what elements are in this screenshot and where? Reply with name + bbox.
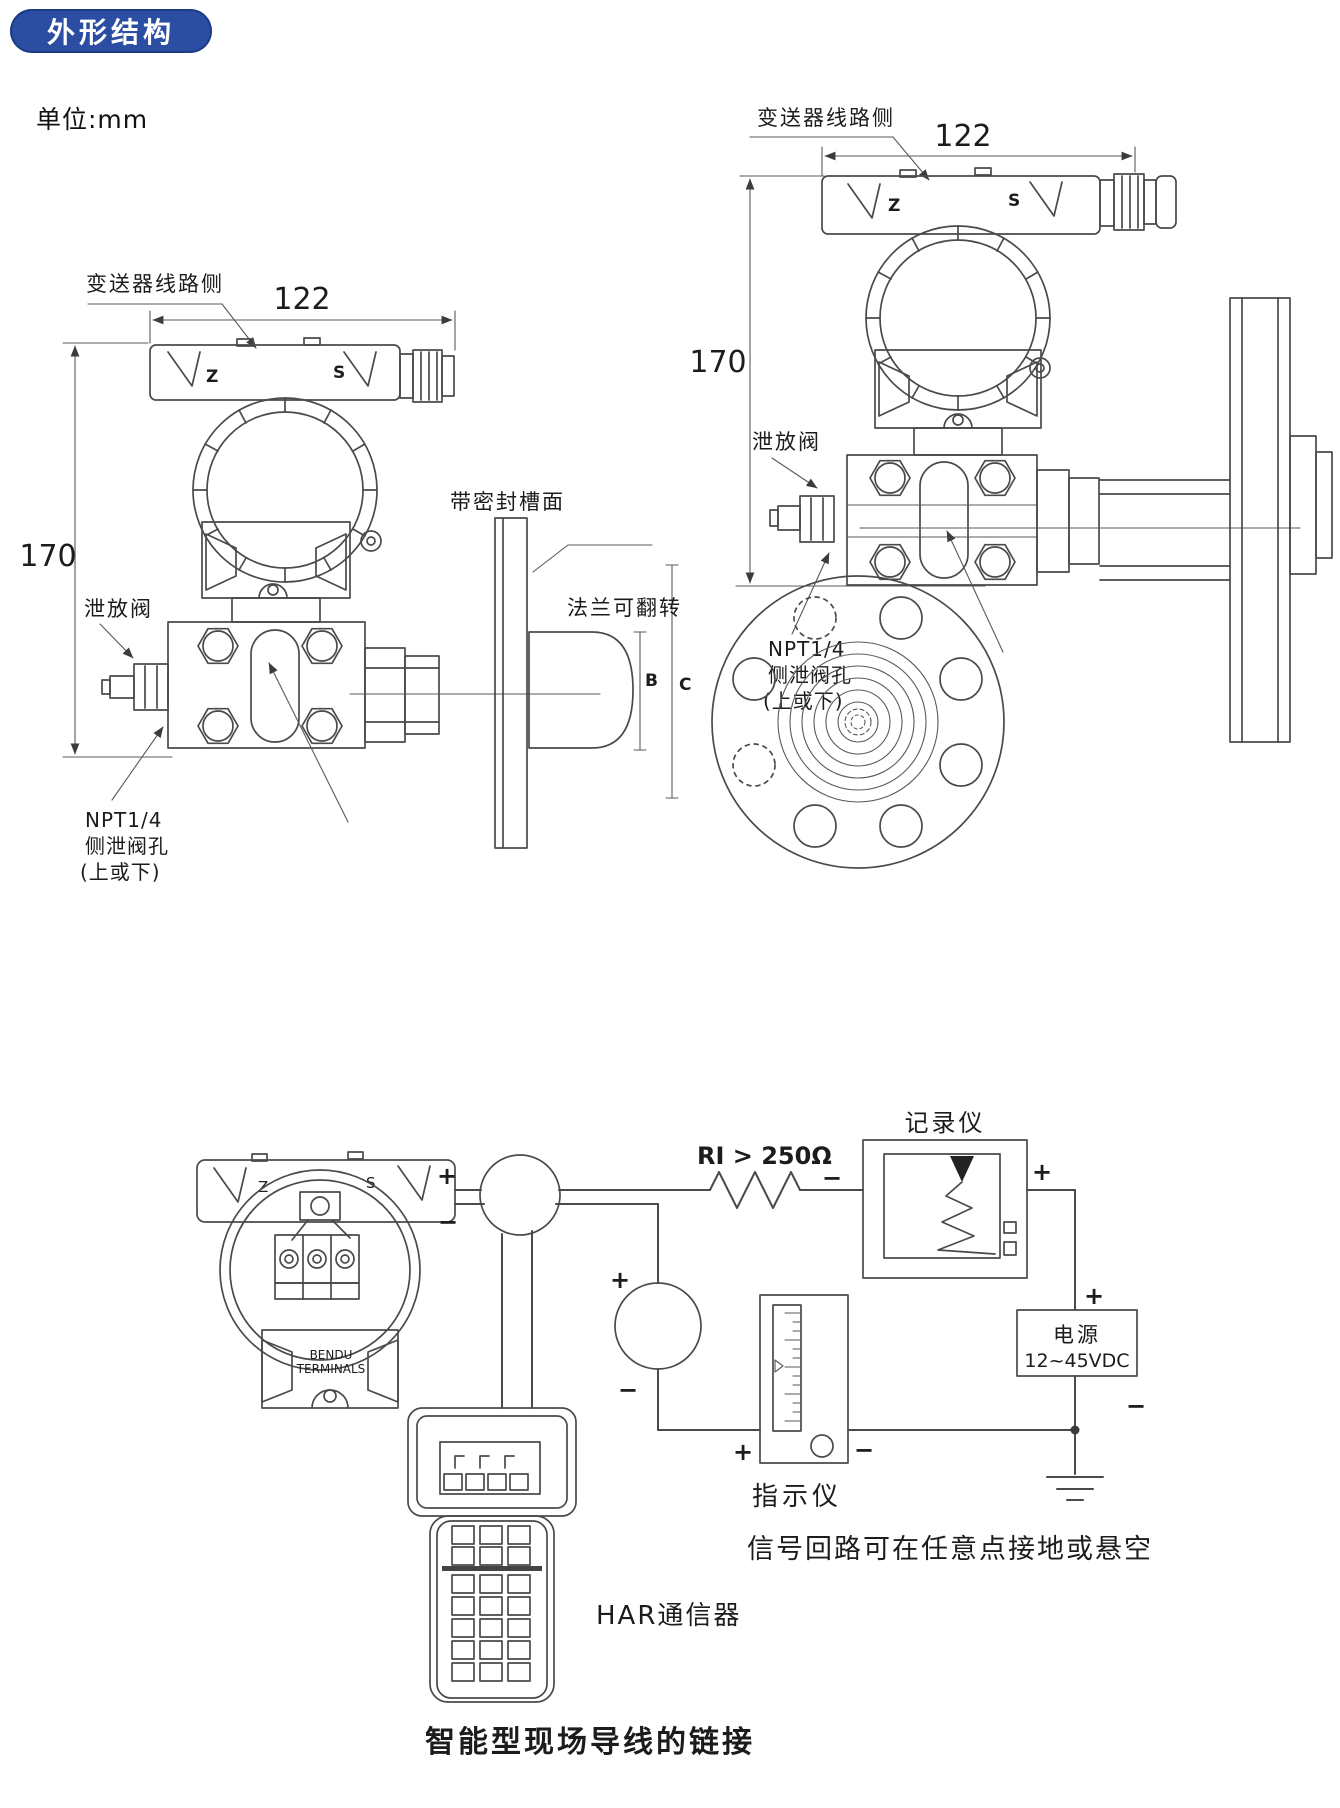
junction-circle bbox=[479, 1154, 561, 1236]
dim-170-left: 170 bbox=[19, 539, 76, 574]
resistor-label: RI > 250Ω bbox=[697, 1142, 832, 1170]
ground-icon bbox=[1046, 1476, 1104, 1501]
plus-sign: + bbox=[733, 1438, 753, 1466]
power-supply-box: 电源 12~45VDC bbox=[1016, 1309, 1138, 1377]
diagram-caption: 智能型现场导线的链接 bbox=[425, 1725, 755, 1760]
svg-text:NPT1/4: NPT1/4 bbox=[85, 808, 162, 832]
ammeter-icon bbox=[614, 1282, 702, 1370]
section-badge: 外形结构 bbox=[10, 9, 212, 53]
left-outline-drawing: 122 170 变送器线路侧 Z bbox=[19, 272, 691, 884]
flange-adapter-left bbox=[349, 517, 653, 849]
terminal-text-1: BENDU bbox=[310, 1348, 353, 1362]
svg-text:侧泄阀孔: 侧泄阀孔 bbox=[768, 663, 852, 687]
dimension-height-left: 170 bbox=[19, 342, 173, 758]
loop-wires bbox=[454, 1189, 1080, 1475]
svg-text:(上或下): (上或下) bbox=[80, 860, 161, 884]
plus-sign: + bbox=[1084, 1282, 1104, 1310]
recorder-box: 记录仪 bbox=[862, 1109, 1028, 1279]
mounting-flange-right bbox=[859, 297, 1333, 743]
resistor-icon bbox=[709, 1171, 801, 1209]
indicator-label: 指示仪 bbox=[752, 1482, 842, 1512]
minus-sign: − bbox=[1126, 1392, 1146, 1420]
keypad bbox=[451, 1525, 531, 1682]
npt-callout-right: NPT1/4 侧泄阀孔 (上或下) bbox=[763, 552, 852, 713]
minus-sign: − bbox=[618, 1376, 638, 1404]
dim-122-left: 122 bbox=[273, 282, 330, 317]
wiring-side-label-right: 变送器线路侧 bbox=[757, 106, 895, 130]
dim-170-right: 170 bbox=[689, 345, 746, 380]
section-badge-label: 外形结构 bbox=[46, 16, 175, 49]
minus-sign: − bbox=[438, 1208, 458, 1236]
dim-122-right: 122 bbox=[934, 119, 991, 154]
flange-flip-label: 法兰可翻转 bbox=[567, 596, 682, 620]
terminal-block bbox=[274, 1234, 360, 1300]
plus-sign: + bbox=[437, 1162, 457, 1190]
wiring-side-leader-left: 变送器线路侧 bbox=[86, 272, 257, 349]
cable-gland-icon-left bbox=[399, 349, 455, 403]
seal-face-label: 带密封槽面 bbox=[450, 490, 565, 514]
power-label-1: 电源 bbox=[1053, 1323, 1101, 1347]
drain-valve-icon-left bbox=[101, 663, 169, 711]
drain-valve-label-right: 泄放阀 bbox=[752, 430, 821, 454]
npt-callout-left: NPT1/4 侧泄阀孔 (上或下) bbox=[80, 726, 169, 884]
dimension-height-right: 170 bbox=[689, 175, 986, 587]
minus-sign: − bbox=[854, 1436, 874, 1464]
terminal-text-2: TERMINALS bbox=[296, 1362, 366, 1376]
dimension-width-right: 122 bbox=[821, 119, 1136, 177]
indicator-box bbox=[759, 1294, 849, 1464]
housing-body-left bbox=[192, 397, 382, 583]
plus-sign: + bbox=[610, 1266, 630, 1294]
dimension-b-c: B C bbox=[633, 564, 691, 799]
plus-sign: + bbox=[1032, 1158, 1052, 1186]
dim-b-label: B bbox=[645, 671, 658, 691]
dimension-width-left: 122 bbox=[149, 282, 456, 351]
svg-text:NPT1/4: NPT1/4 bbox=[768, 637, 845, 661]
process-flange-right bbox=[846, 454, 1038, 586]
cable-gland-icon-right bbox=[1099, 173, 1177, 231]
span-mark: S bbox=[1008, 191, 1020, 211]
drain-valve-icon-right bbox=[769, 495, 835, 543]
field-wiring-diagram: Z S bbox=[196, 1109, 1153, 1760]
svg-text:(上或下): (上或下) bbox=[763, 689, 844, 713]
transmitter-cap-left: Z S bbox=[149, 337, 401, 401]
power-label-2: 12~45VDC bbox=[1024, 1350, 1129, 1372]
recorder-pen-icon bbox=[950, 1156, 974, 1182]
recorder-label: 记录仪 bbox=[905, 1109, 986, 1137]
minus-sign: − bbox=[822, 1164, 842, 1192]
ground-note: 信号回路可在任意点接地或悬空 bbox=[747, 1534, 1153, 1565]
svg-text:侧泄阀孔: 侧泄阀孔 bbox=[85, 834, 169, 858]
wiring-side-leader-right: 变送器线路侧 bbox=[749, 106, 930, 181]
process-flange-left bbox=[167, 621, 366, 749]
dim-c-label: C bbox=[679, 675, 691, 695]
har-communicator bbox=[407, 1407, 577, 1703]
flange-face-drawing bbox=[711, 575, 1005, 869]
communicator-label: HAR通信器 bbox=[596, 1601, 741, 1631]
communicator-wires bbox=[501, 1230, 533, 1409]
unit-label: 单位:mm bbox=[36, 105, 149, 134]
span-mark: S bbox=[333, 363, 345, 383]
wire-junction-dot bbox=[1070, 1425, 1080, 1435]
wiring-side-label-left: 变送器线路侧 bbox=[86, 272, 224, 296]
zero-mark: Z bbox=[888, 196, 900, 216]
drain-valve-label-left: 泄放阀 bbox=[84, 597, 153, 621]
transmitter-terminal-view: Z S bbox=[196, 1151, 456, 1409]
vent-leader-left bbox=[268, 662, 349, 823]
zero-mark: Z bbox=[206, 367, 218, 387]
right-outline-drawing: 122 170 变送器线路侧 Z S bbox=[689, 106, 1333, 869]
vent-leader-right bbox=[946, 530, 1004, 653]
transmitter-cap-right: Z S bbox=[821, 167, 1101, 235]
housing-body-right bbox=[865, 225, 1051, 411]
